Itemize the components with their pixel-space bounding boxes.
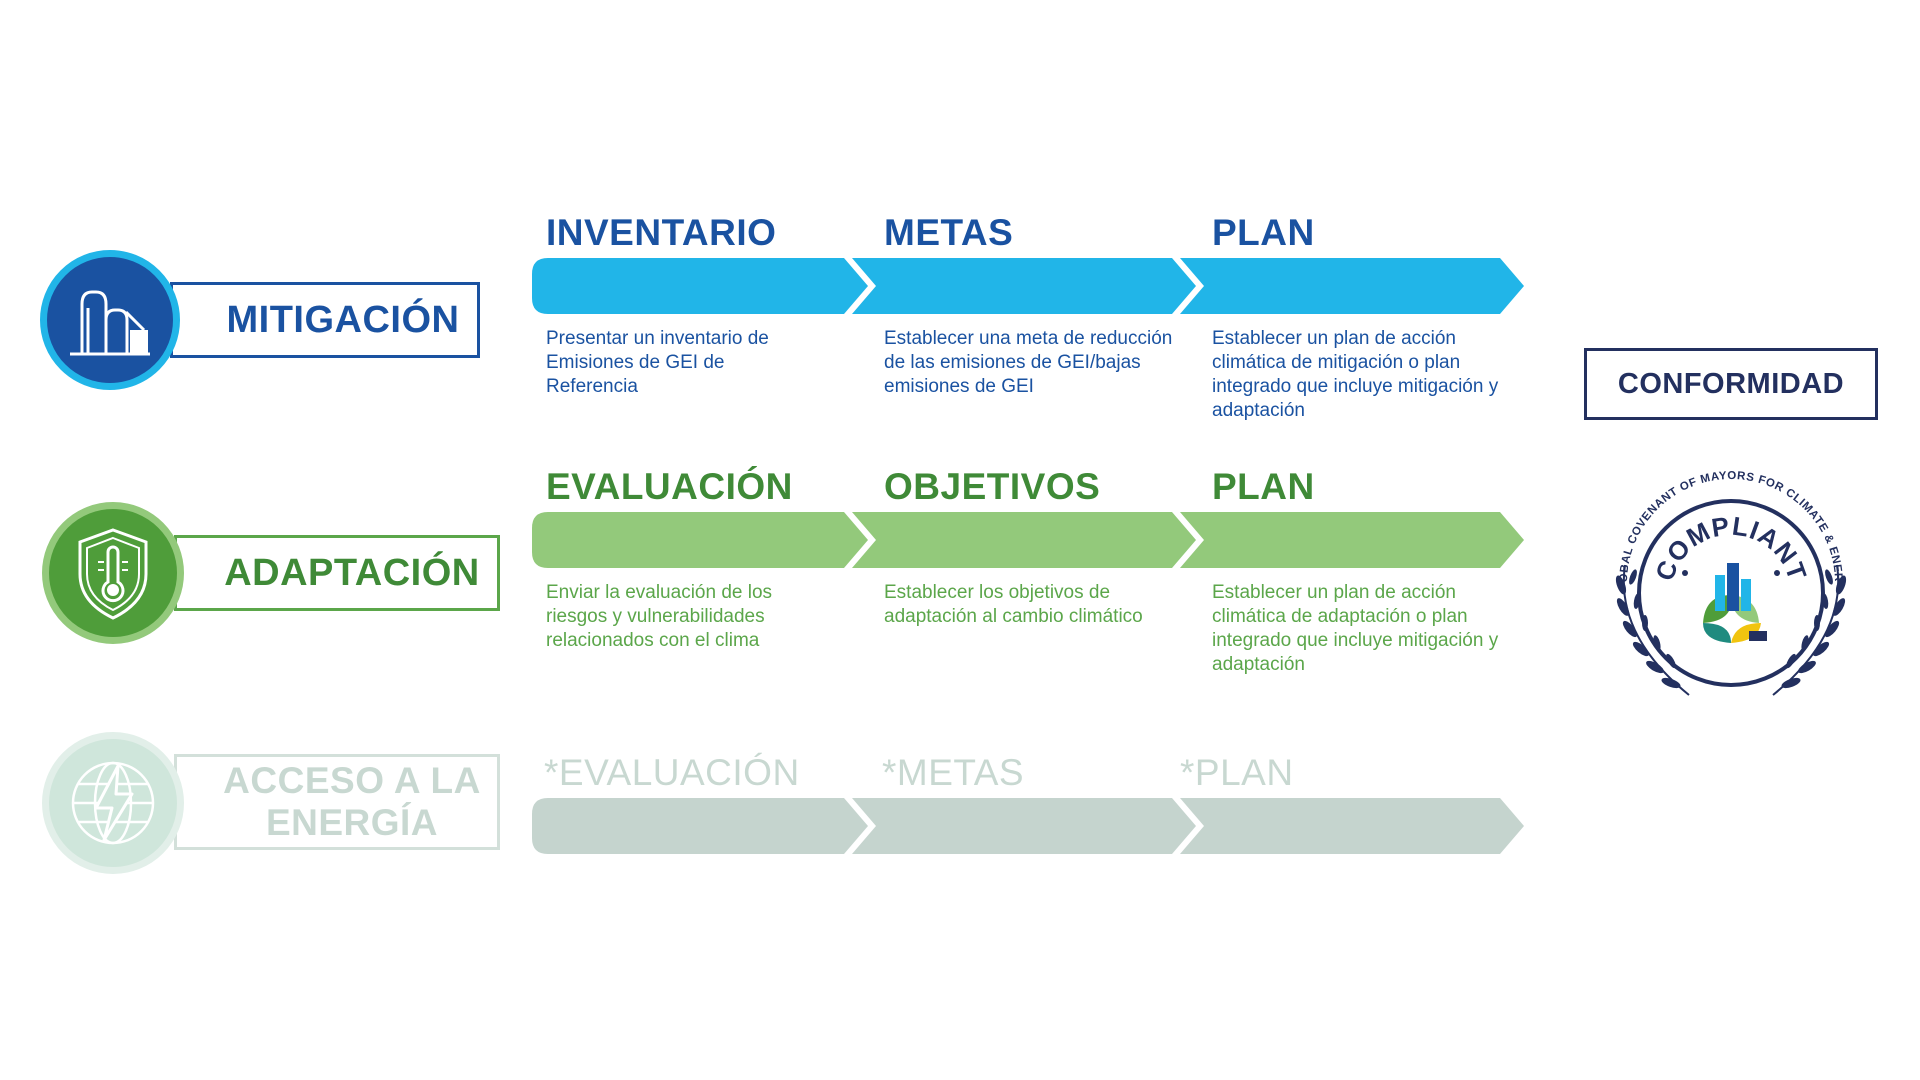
mitigation-circle: [40, 250, 180, 390]
mitigation-arrow-3: [1180, 258, 1524, 314]
adaptation-step-1-description: Enviar la evaluación de los riesgos y vu…: [546, 582, 773, 651]
mitigation-label: MITIGACIÓN: [226, 298, 460, 341]
adaptation-arrow-1: [532, 512, 868, 568]
energy-step-2-title: *METAS: [882, 752, 1025, 793]
mitigation-step-2-title: METAS: [884, 212, 1014, 253]
mitigation-step-1-title: INVENTARIO: [546, 212, 777, 253]
energy-label-box: ACCESO A LA ENERGÍA: [174, 754, 500, 850]
energy-circle: [42, 732, 184, 874]
adaptation-step-1-title: EVALUACIÓN: [546, 466, 793, 507]
energy-arrow-2: [852, 798, 1196, 854]
energy-label-line-1: ACCESO A LA: [223, 760, 481, 801]
mitigation-arrow-1: [532, 258, 868, 314]
mitigation-step-3-description: Establecer un plan de acción climática d…: [1212, 328, 1499, 421]
conformity-box: CONFORMIDAD: [1584, 348, 1878, 420]
energy-badge: ACCESO A LA ENERGÍA: [42, 732, 502, 874]
adaptation-step-3-title: PLAN: [1212, 466, 1315, 507]
mitigation-badge: MITIGACIÓN: [40, 250, 482, 390]
mitigation-step-2-description: Establecer una meta de reducción de las …: [884, 328, 1173, 397]
conformity-label: CONFORMIDAD: [1617, 367, 1845, 400]
lightning-globe-icon: [71, 761, 155, 845]
mitigation-step-1-description: Presentar un inventario de Emisiones de …: [546, 328, 769, 397]
factory-icon: [70, 290, 150, 356]
energy-arrow-1: [532, 798, 868, 854]
energy-step-1-title: *EVALUACIÓN: [544, 752, 800, 793]
energy-arrow-band: [532, 798, 1524, 854]
mitigation-arrow-2: [852, 258, 1196, 314]
adaptation-badge: ADAPTACIÓN: [42, 502, 502, 644]
energy-step-3-title: *PLAN: [1180, 752, 1294, 793]
laurel-right: [1772, 564, 1847, 696]
thermometer-shield-icon: [78, 528, 148, 620]
energy-label-line-2: ENERGÍA: [265, 802, 439, 843]
mitigation-label-box: MITIGACIÓN: [170, 282, 480, 358]
adaptation-arrow-3: [1180, 512, 1524, 568]
adaptation-circle: [42, 502, 184, 644]
energy-arrow-3: [1180, 798, 1524, 854]
adaptation-label-box: ADAPTACIÓN: [174, 535, 500, 611]
adaptation-arrow-2: [852, 512, 1196, 568]
mitigation-arrow-band: [532, 258, 1524, 314]
laurel-left: [1615, 564, 1690, 696]
adaptation-step-2-title: OBJETIVOS: [884, 466, 1101, 507]
mitigation-step-3-title: PLAN: [1212, 212, 1315, 253]
seal-ring: [1637, 499, 1825, 687]
compliant-seal-icon: GLOBAL COVENANT OF MAYORS FOR CLIMATE & …: [1585, 445, 1847, 696]
seal-emblem: [1703, 563, 1767, 643]
adaptation-step-2-description: Establecer los objetivos de adaptación a…: [884, 582, 1143, 627]
adaptation-label: ADAPTACIÓN: [224, 551, 480, 594]
adaptation-step-3-description: Establecer un plan de acción climática d…: [1212, 582, 1499, 675]
adaptation-arrow-band: [532, 512, 1524, 568]
